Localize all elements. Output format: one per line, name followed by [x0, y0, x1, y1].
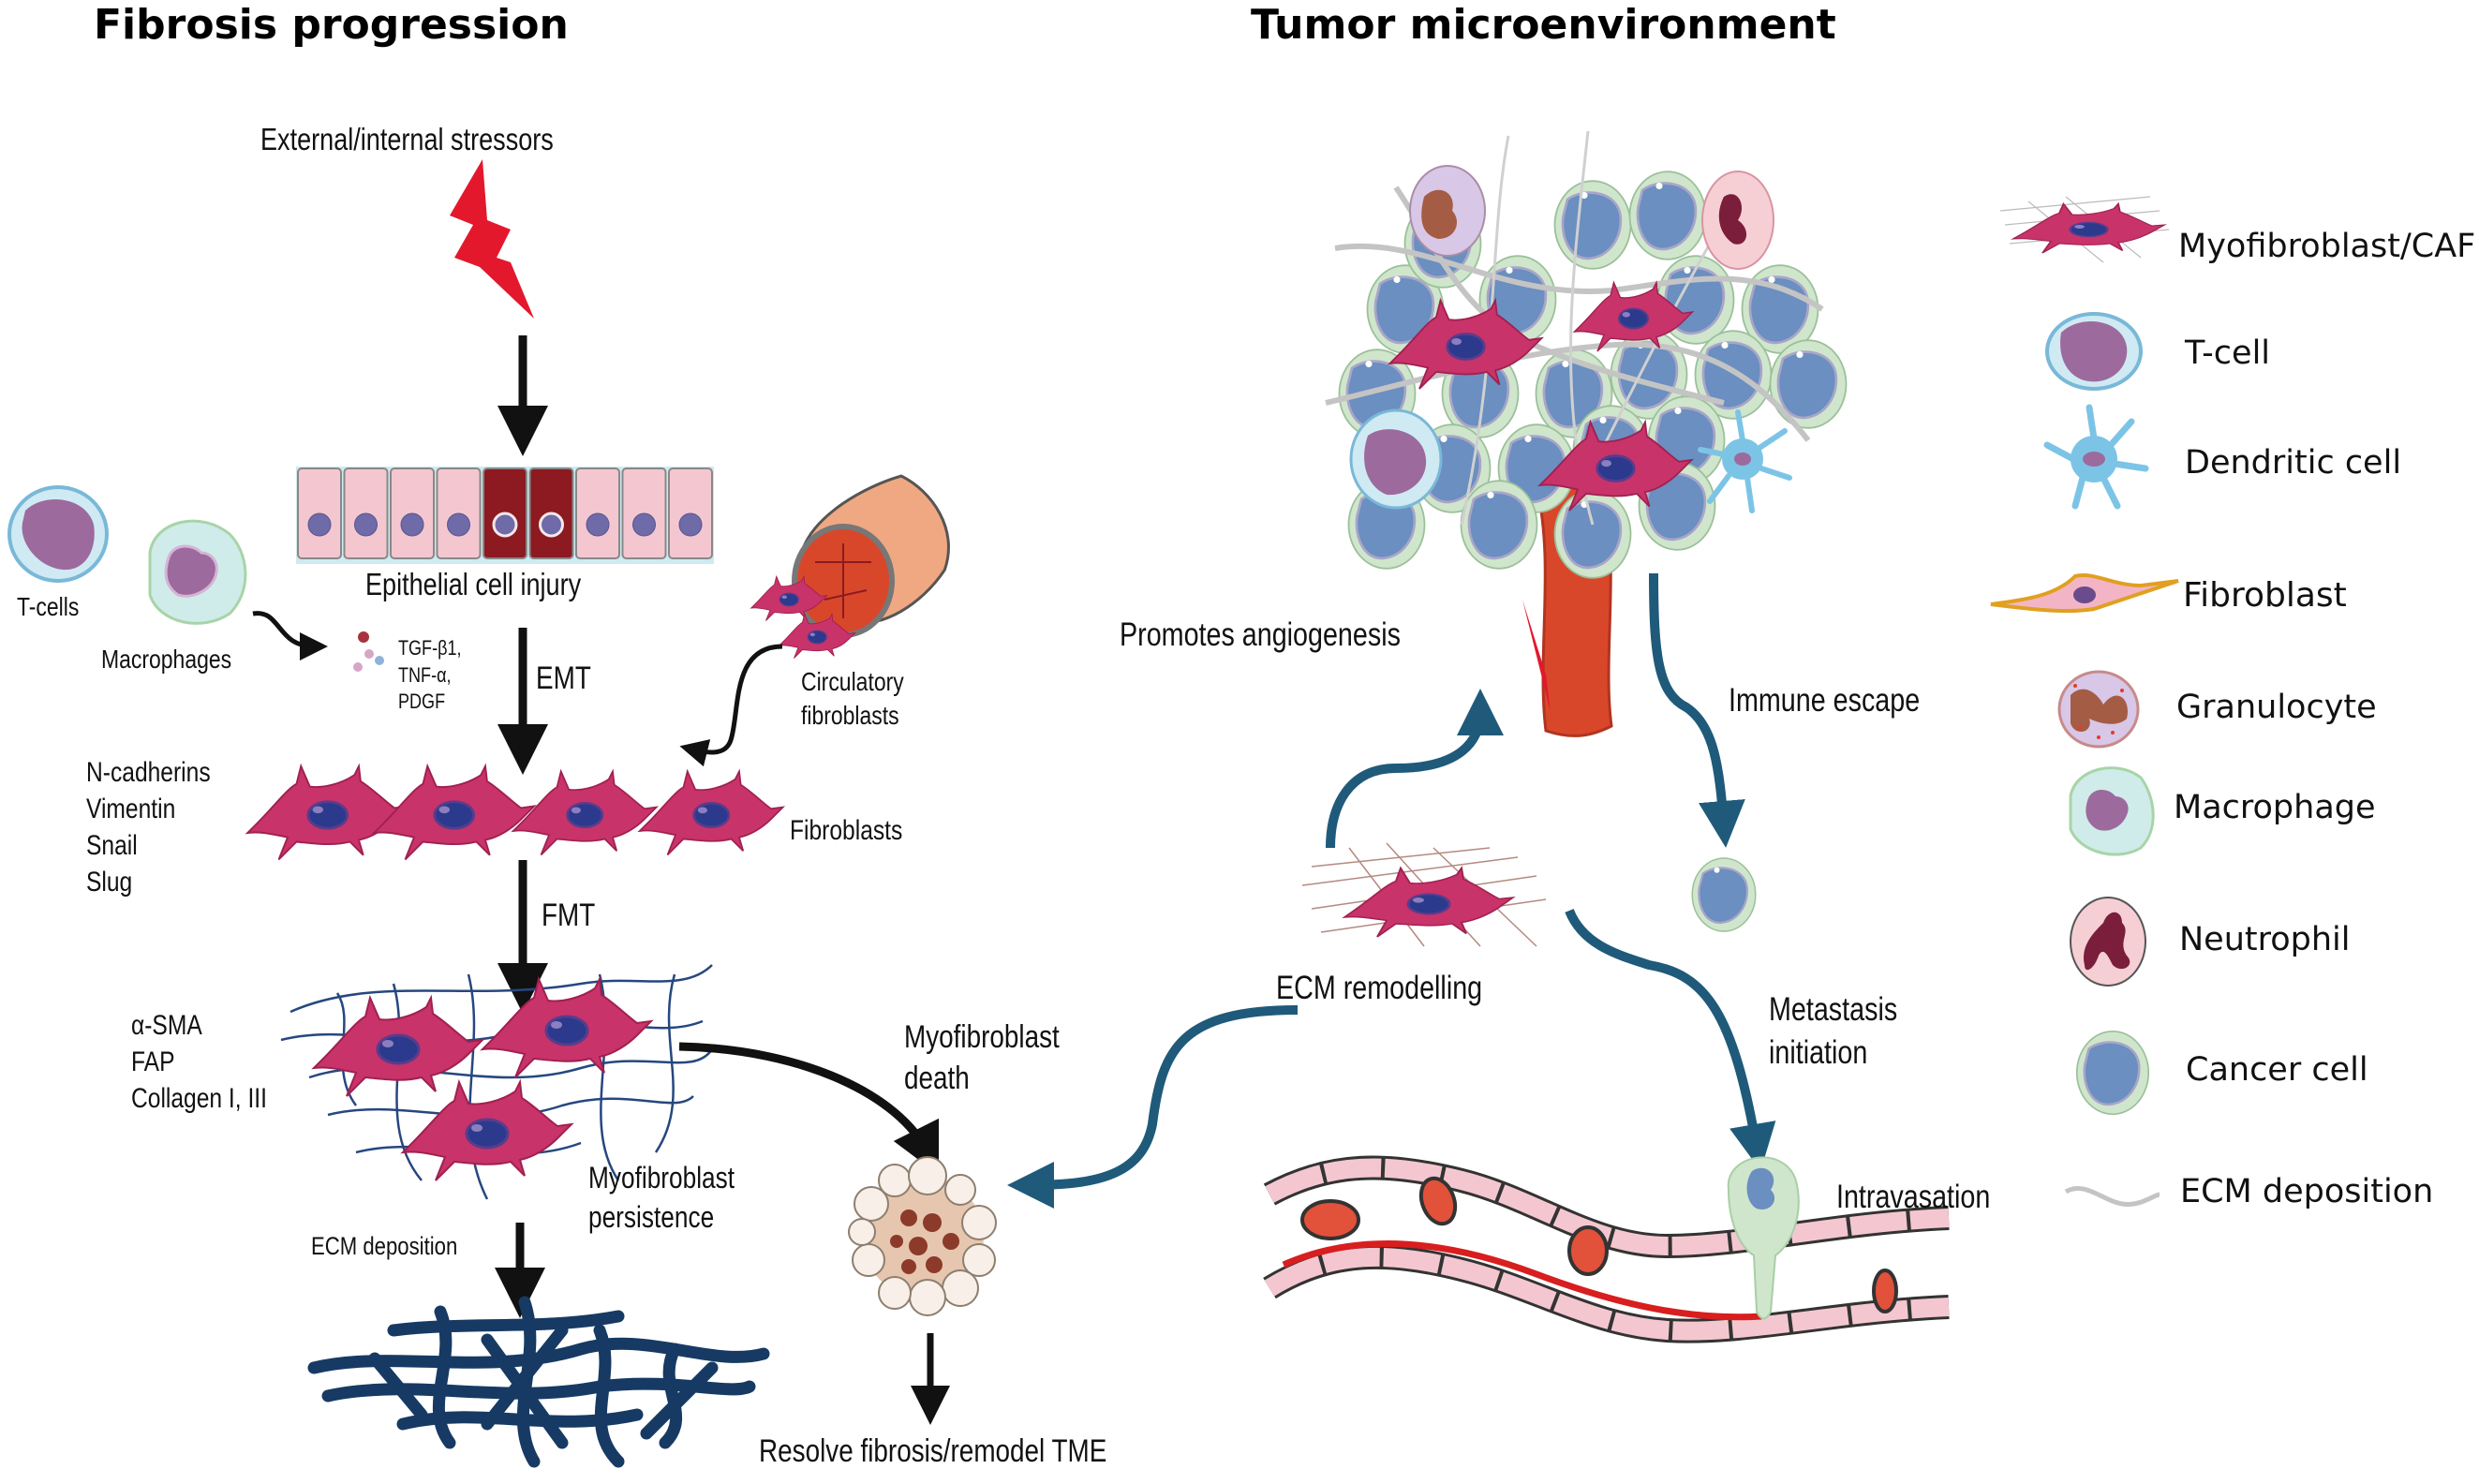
cell-nucleus [492, 512, 518, 538]
marker-slug: Slug [86, 867, 133, 898]
macrophage-illustration [148, 519, 247, 625]
ecm-remodelling-label: ECM remodelling [1276, 970, 1483, 1006]
stressor-label: External/internal stressors [260, 122, 554, 156]
circulation-vessel [1263, 1155, 1950, 1343]
ecm-deposition-label: ECM deposition [311, 1232, 458, 1260]
legend-label-t-cell: T-cell [2185, 334, 2271, 372]
cell-nucleus [307, 512, 332, 537]
fibroblasts-row [245, 764, 785, 861]
cell-nucleus [586, 512, 610, 537]
apoptotic-cell-illustration [848, 1156, 997, 1316]
stressor-lightning-icon [450, 159, 534, 319]
tumor-dendritic-cell [1698, 409, 1792, 513]
legend-label-ecm-deposition: ECM deposition [2180, 1173, 2434, 1210]
cancer-cell-icon [2075, 1030, 2150, 1116]
arrow-metastasis-initiation [1565, 908, 1776, 1171]
marker-vimentin: Vimentin [86, 794, 176, 824]
t-cells-label: T-cells [17, 592, 80, 621]
marker-collagen: Collagen I, III [131, 1083, 267, 1114]
fibroblasts-label: Fibroblasts [790, 815, 903, 846]
ecm-remodelling-caf-illustration [1301, 842, 1547, 947]
resolve-fibrosis-label: Resolve fibrosis/remodel TME [759, 1433, 1107, 1469]
marker-alpha-sma: α-SMA [131, 1010, 202, 1041]
legend-label-macrophage: Macrophage [2174, 789, 2376, 826]
legend-label-cancer-cell: Cancer cell [2186, 1051, 2368, 1089]
cell-nucleus [447, 512, 470, 537]
cytokine-tgf: TGF-β1, [398, 636, 462, 660]
neutrophil-icon [2070, 897, 2146, 987]
intravasating-cancer-cell [1727, 1156, 1800, 1320]
legend-label-myofibroblast-caf: Myofibroblast/CAF [2178, 228, 2476, 265]
intravasation-label: Intravasation [1836, 1179, 1991, 1215]
arrow-ecm-to-apoptosis [1007, 1005, 1299, 1209]
macrophages-label: Macrophages [101, 645, 232, 674]
angiogenesis-sprout [1522, 600, 1551, 712]
arrow-promotes-angiogenesis [1326, 689, 1504, 849]
epithelial-cell-layer [296, 467, 714, 564]
legend-label-neutrophil: Neutrophil [2179, 921, 2351, 958]
fmt-label: FMT [542, 898, 596, 933]
legend-icons [1990, 196, 2179, 1207]
emt-label: EMT [536, 660, 591, 696]
tumor-cancer-cell [1460, 479, 1538, 571]
cytokine-dots-icon [353, 631, 384, 672]
tumor-panel-title: Tumor microenvironment [1251, 1, 1836, 49]
tumor-cancer-cell [1628, 170, 1707, 261]
myofibroblast-persistence-label: Myofibroblast persistence [588, 1161, 735, 1234]
myofibroblast-marker-list: α-SMA FAP Collagen I, III [131, 1007, 267, 1117]
marker-n-cadherins: N-cadherins [86, 757, 211, 788]
epithelial-injury-label: Epithelial cell injury [365, 567, 582, 601]
fibrosis-panel-title: Fibrosis progression [94, 1, 569, 49]
t-cell-illustration [7, 485, 109, 583]
cell-nucleus [632, 512, 656, 537]
blood-vessel-illustration [792, 474, 950, 638]
myofibroblast-death-label: Myofibroblast death [904, 1019, 1060, 1097]
promotes-angiogenesis-label: Promotes angiogenesis [1120, 616, 1401, 653]
arrow-myofibroblast-death [678, 1042, 940, 1176]
cell-nucleus [400, 512, 424, 537]
arrow-macrophage-to-cytokines [252, 611, 328, 660]
myofibroblast-caf-icon [1999, 196, 2170, 263]
fibroblast-icon [1990, 573, 2179, 614]
tumor-mass-illustration [1325, 130, 1848, 580]
arrow-circulatory-to-fibroblasts [679, 644, 783, 767]
metastasis-initiation-label: Metastasis initiation [1769, 991, 1898, 1071]
cell-nucleus [354, 512, 378, 537]
marker-fap: FAP [131, 1046, 175, 1077]
tumor-cancer-cell [1553, 179, 1632, 271]
legend-label-fibroblast: Fibroblast [2183, 576, 2347, 615]
escaped-cancer-cell [1691, 856, 1757, 933]
tumor-cancer-cell [1769, 338, 1848, 430]
cell-nucleus [678, 512, 703, 537]
circulatory-fibroblasts-label: Circulatory fibroblasts [801, 667, 904, 731]
cytokine-list: TGF-β1, TNF-α, PDGF [398, 635, 462, 716]
marker-snail: Snail [86, 830, 138, 861]
ecm-fiber-icon [2064, 1185, 2160, 1207]
immune-escape-label: Immune escape [1729, 682, 1921, 719]
t-cell-icon [2045, 312, 2143, 391]
cytokine-tnf: TNF-α, [398, 662, 452, 687]
cell-nucleus [539, 512, 564, 538]
granulocyte-icon [2057, 670, 2140, 749]
fibroblast-marker-list: N-cadherins Vimentin Snail Slug [86, 754, 211, 900]
legend-label-granulocyte: Granulocyte [2176, 689, 2377, 726]
cytokine-pdgf: PDGF [398, 690, 446, 714]
dendritic-cell-icon [2043, 404, 2149, 510]
tumor-cancer-cell [1553, 488, 1632, 580]
legend-label-dendritic-cell: Dendritic cell [2185, 444, 2402, 482]
ecm-mesh-illustration [307, 1296, 770, 1468]
arrow-immune-escape [1649, 572, 1745, 848]
macrophage-icon [2069, 766, 2155, 856]
